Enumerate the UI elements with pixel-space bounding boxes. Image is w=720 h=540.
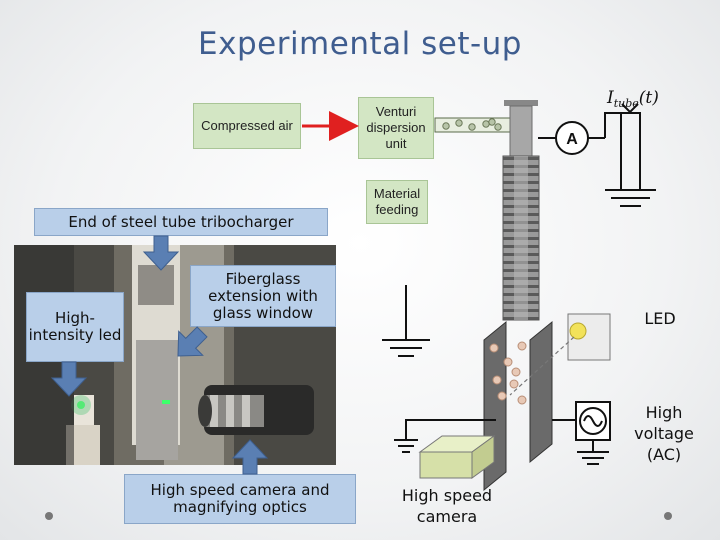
ammeter-symbol: A [566, 131, 578, 148]
slide-bullet-right [664, 512, 672, 520]
led-source [510, 314, 610, 395]
ground-left [382, 285, 430, 356]
slide-bullet-left [45, 512, 53, 520]
current-subscript: tube [614, 97, 640, 110]
ammeter-circuit [538, 113, 656, 206]
high-speed-camera-label: High speed camera [388, 485, 506, 527]
high-speed-camera-box [420, 436, 494, 478]
tribocharger-column [503, 100, 539, 320]
venturi-tube [435, 116, 518, 134]
high-voltage-label: High voltage (AC) [626, 402, 702, 465]
current-label: Itube(t) [606, 88, 659, 110]
ac-source [552, 402, 610, 464]
current-argument: (t) [639, 88, 659, 108]
callout-arrows [52, 236, 267, 474]
led-label: LED [632, 308, 688, 329]
